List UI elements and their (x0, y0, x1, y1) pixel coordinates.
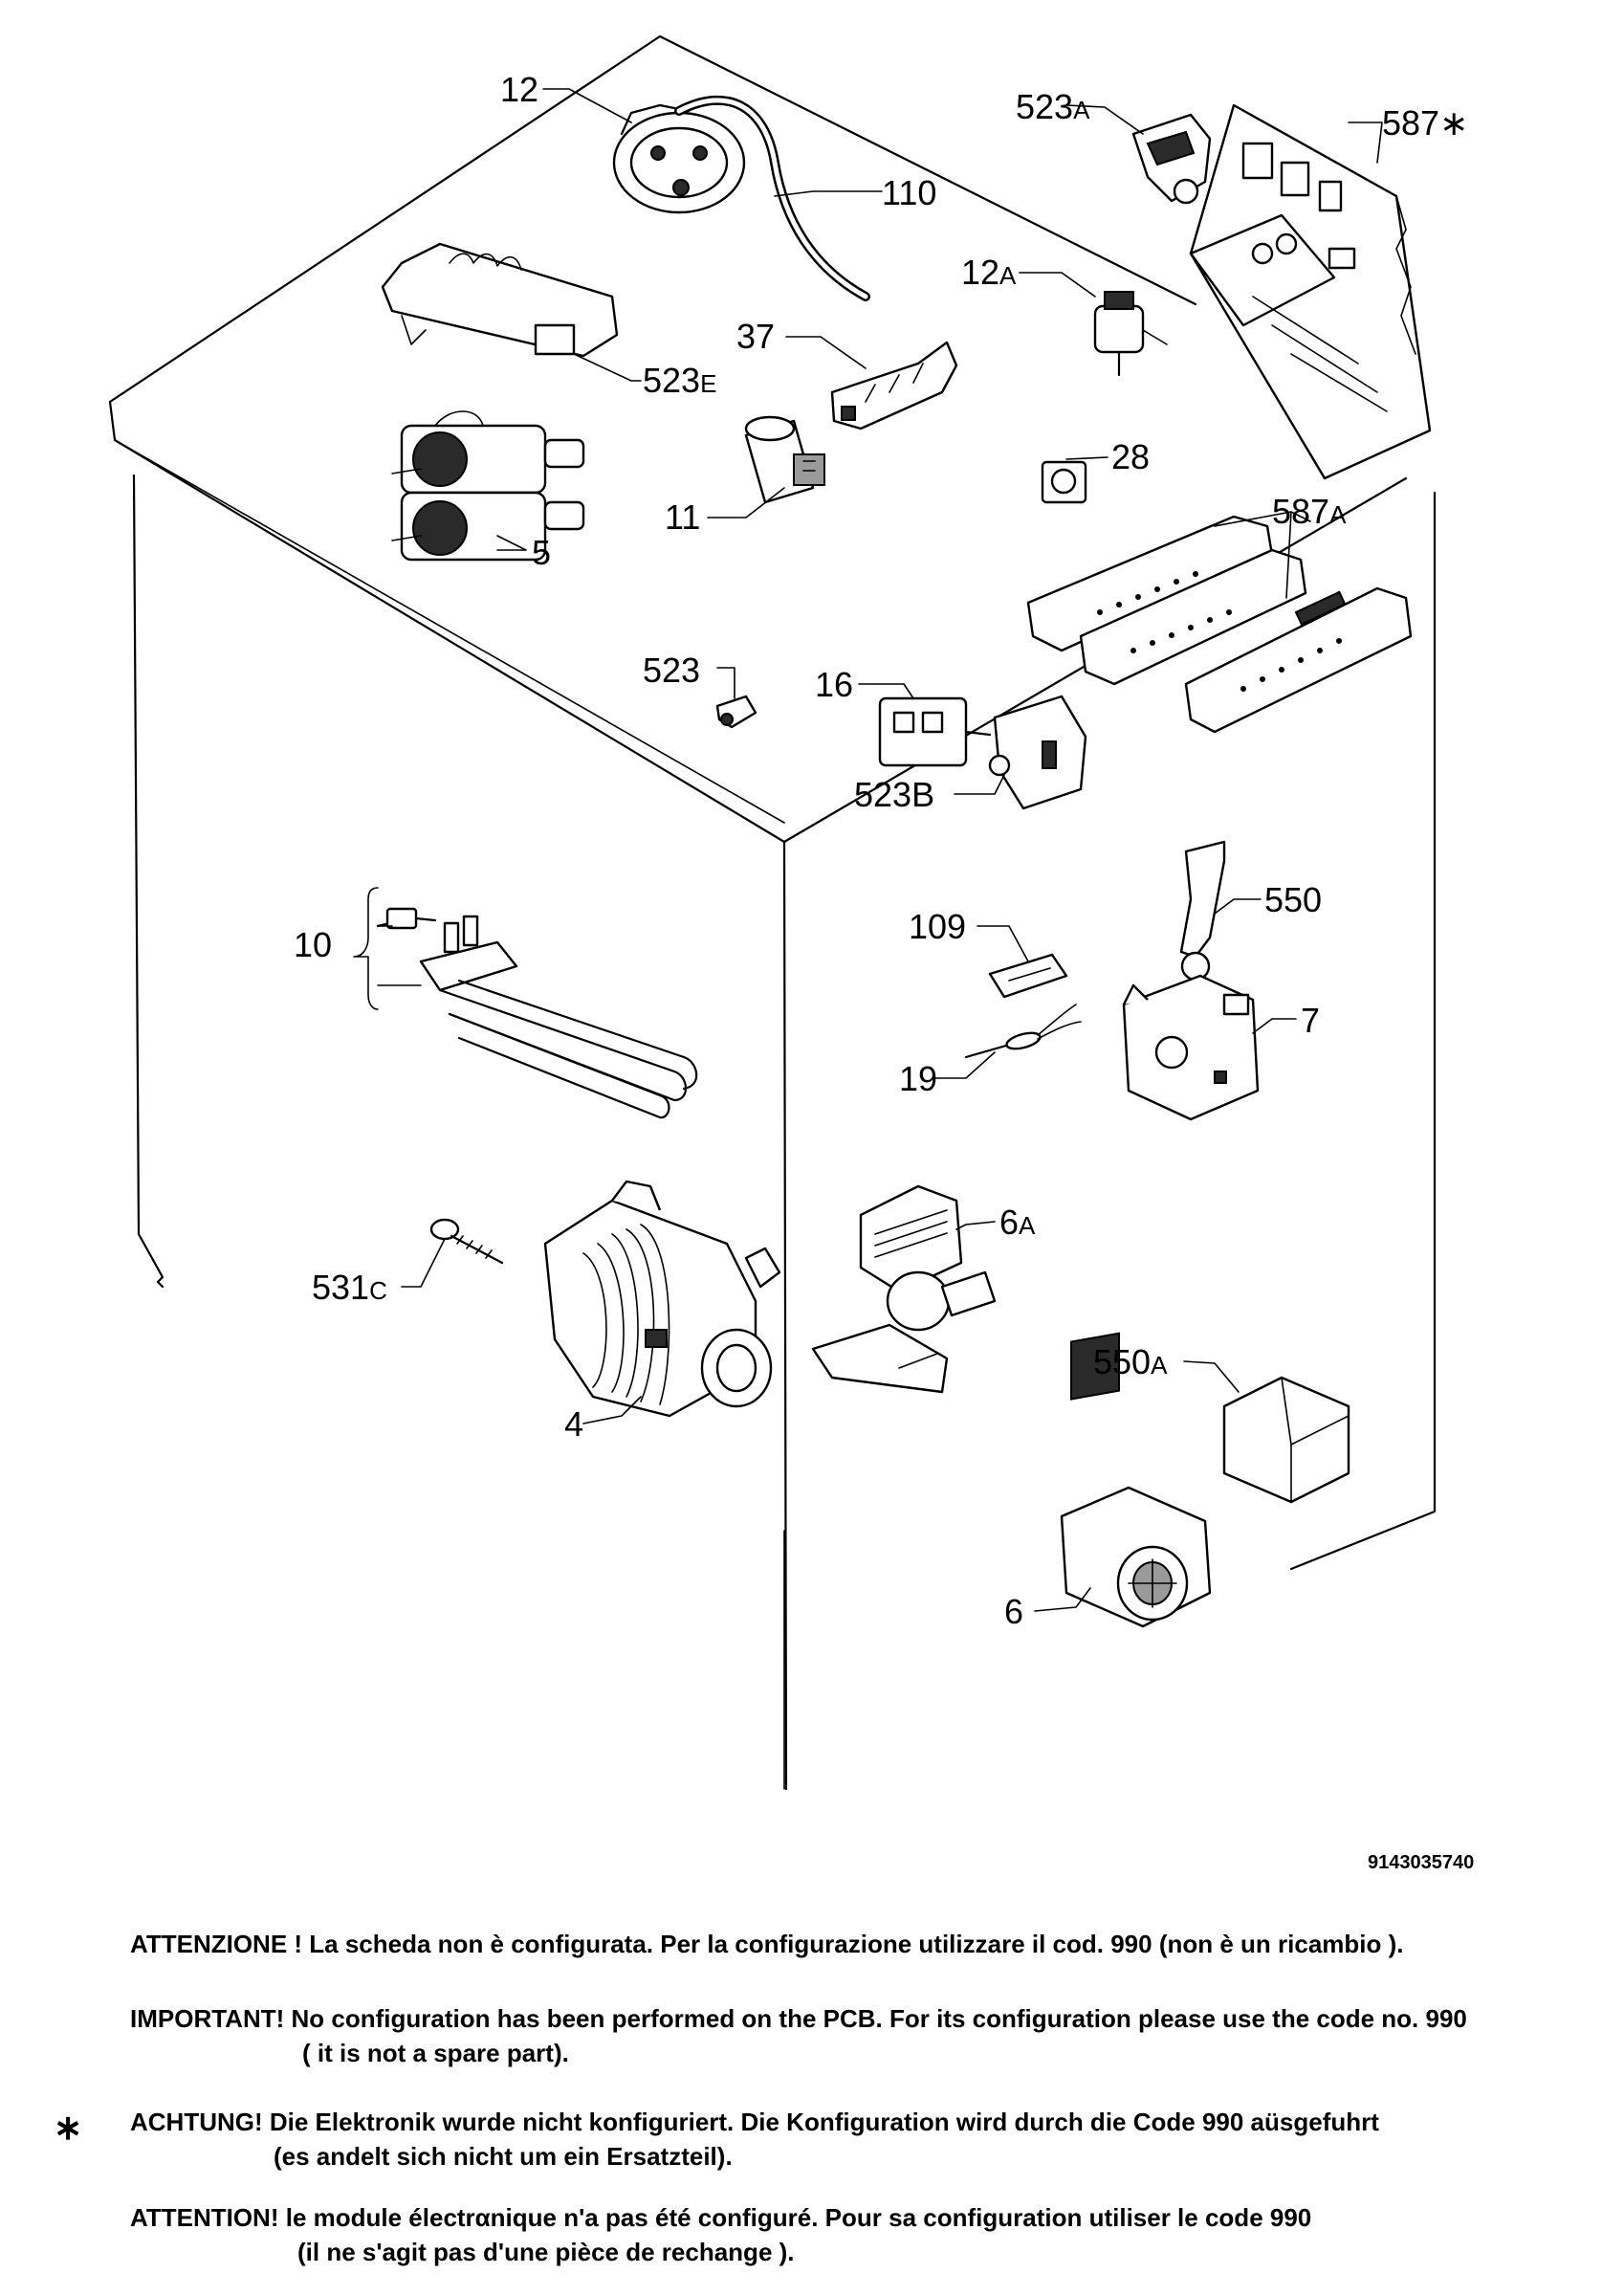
note-german: ACHTUNG! Die Elektronik wurde nicht konf… (130, 2105, 1379, 2174)
part-523a-knob (1131, 113, 1212, 205)
label-550: 550 (1264, 880, 1322, 919)
label-587a-number: 587 (1272, 492, 1329, 531)
exploded-parts-diagram: 12 110 523A 587∗ 12A 37 523E 28 11 587A … (108, 34, 1468, 1791)
label-6a-number: 6 (999, 1203, 1019, 1242)
note-english-line2: ( it is not a spare part). (302, 2039, 569, 2067)
label-587-star: 587∗ (1382, 103, 1468, 143)
part-6a-drain-pump (811, 1184, 997, 1394)
label-6a: 6A (999, 1203, 1036, 1242)
label-550a-suffix: A (1151, 1351, 1168, 1380)
note-english: IMPORTANT! No configuration has been per… (130, 2001, 1467, 2070)
part-labels: 12 110 523A 587∗ 12A 37 523E 28 11 587A … (294, 70, 1468, 1631)
label-110: 110 (882, 173, 936, 212)
label-11: 11 (665, 497, 700, 537)
label-19: 19 (899, 1059, 937, 1098)
note-english-line1: IMPORTANT! No configuration has been per… (130, 2004, 1467, 2033)
part-523e-bracket (381, 242, 619, 358)
label-523a: 523A (1016, 87, 1090, 126)
part-587a-display-boards (1026, 515, 1413, 734)
label-523: 523 (643, 651, 700, 690)
part-587-main-pcb (1189, 103, 1432, 480)
part-19-thermistor (964, 1004, 1082, 1059)
label-16: 16 (815, 665, 853, 704)
label-37: 37 (736, 317, 775, 356)
label-12a-suffix: A (999, 261, 1017, 290)
note-french: ATTENTION! le module électrαnique n'a pa… (130, 2200, 1311, 2269)
label-587a: 587A (1272, 492, 1347, 531)
part-37-terminal-block (830, 341, 958, 430)
label-550a: 550A (1093, 1342, 1168, 1381)
asterisk-marker: ∗ (54, 2108, 83, 2147)
part-12-pressure-switch (612, 103, 746, 214)
part-5-solenoid-valve (391, 410, 585, 562)
label-523a-number: 523 (1016, 87, 1073, 126)
label-109: 109 (909, 907, 966, 946)
label-6: 6 (1004, 1592, 1023, 1631)
label-550a-number: 550 (1093, 1342, 1151, 1381)
cabinet-outline (108, 34, 1437, 1791)
part-109-connector (988, 953, 1068, 999)
label-4: 4 (564, 1404, 583, 1444)
label-28: 28 (1111, 437, 1150, 476)
part-523b-knob-cap (988, 695, 1087, 810)
label-531c-number: 531 (312, 1268, 369, 1307)
label-12a-number: 12 (961, 253, 999, 292)
label-587a-suffix: A (1329, 500, 1347, 529)
label-5: 5 (532, 533, 551, 572)
label-6a-suffix: A (1019, 1211, 1036, 1240)
note-italian: ATTENZIONE ! La scheda non è configurata… (130, 1927, 1404, 1961)
label-531c-suffix: C (369, 1276, 387, 1305)
note-german-line1: ACHTUNG! Die Elektronik wurde nicht konf… (130, 2108, 1379, 2136)
part-550-lever (1179, 840, 1226, 982)
label-7: 7 (1301, 1001, 1320, 1040)
note-french-line1: ATTENTION! le module électrαnique n'a pa… (130, 2203, 1312, 2232)
label-523e: 523E (643, 361, 716, 400)
leader-lines (353, 88, 1383, 1612)
part-28-seal-plate (1041, 460, 1087, 504)
note-german-line2: (es andelt sich nicht um ein Ersatzteil)… (274, 2142, 733, 2171)
part-12a-pressure-switch (1093, 291, 1168, 377)
label-12: 12 (500, 70, 538, 109)
document-number: 9143035740 (1368, 1852, 1475, 1873)
part-6-drain-filter (1060, 1332, 1212, 1628)
label-531c: 531C (312, 1268, 387, 1307)
label-523a-suffix: A (1073, 96, 1090, 124)
note-italian-text: ATTENZIONE ! La scheda non è configurata… (130, 1930, 1404, 1958)
label-523b: 523B (854, 775, 934, 814)
part-11-capacitor (744, 415, 825, 504)
part-16-selector-switch (878, 696, 992, 767)
note-french-line2: (il ne s'agit pas d'une pièce de rechang… (297, 2238, 795, 2266)
part-550a-cover (1222, 1376, 1350, 1504)
label-12a: 12A (961, 253, 1017, 292)
part-10-heating-element (376, 907, 698, 1119)
label-523e-suffix: E (700, 369, 716, 398)
part-110-hose (674, 95, 870, 301)
label-587-asterisk: ∗ (1439, 103, 1468, 143)
part-531c-screw (429, 1218, 504, 1265)
part-523-clip (715, 695, 757, 729)
label-587-number: 587 (1382, 103, 1439, 143)
part-7-door-lock (1122, 974, 1260, 1121)
label-10: 10 (294, 925, 332, 964)
part-4-pump-motor (543, 1180, 781, 1418)
label-523e-number: 523 (643, 361, 700, 400)
